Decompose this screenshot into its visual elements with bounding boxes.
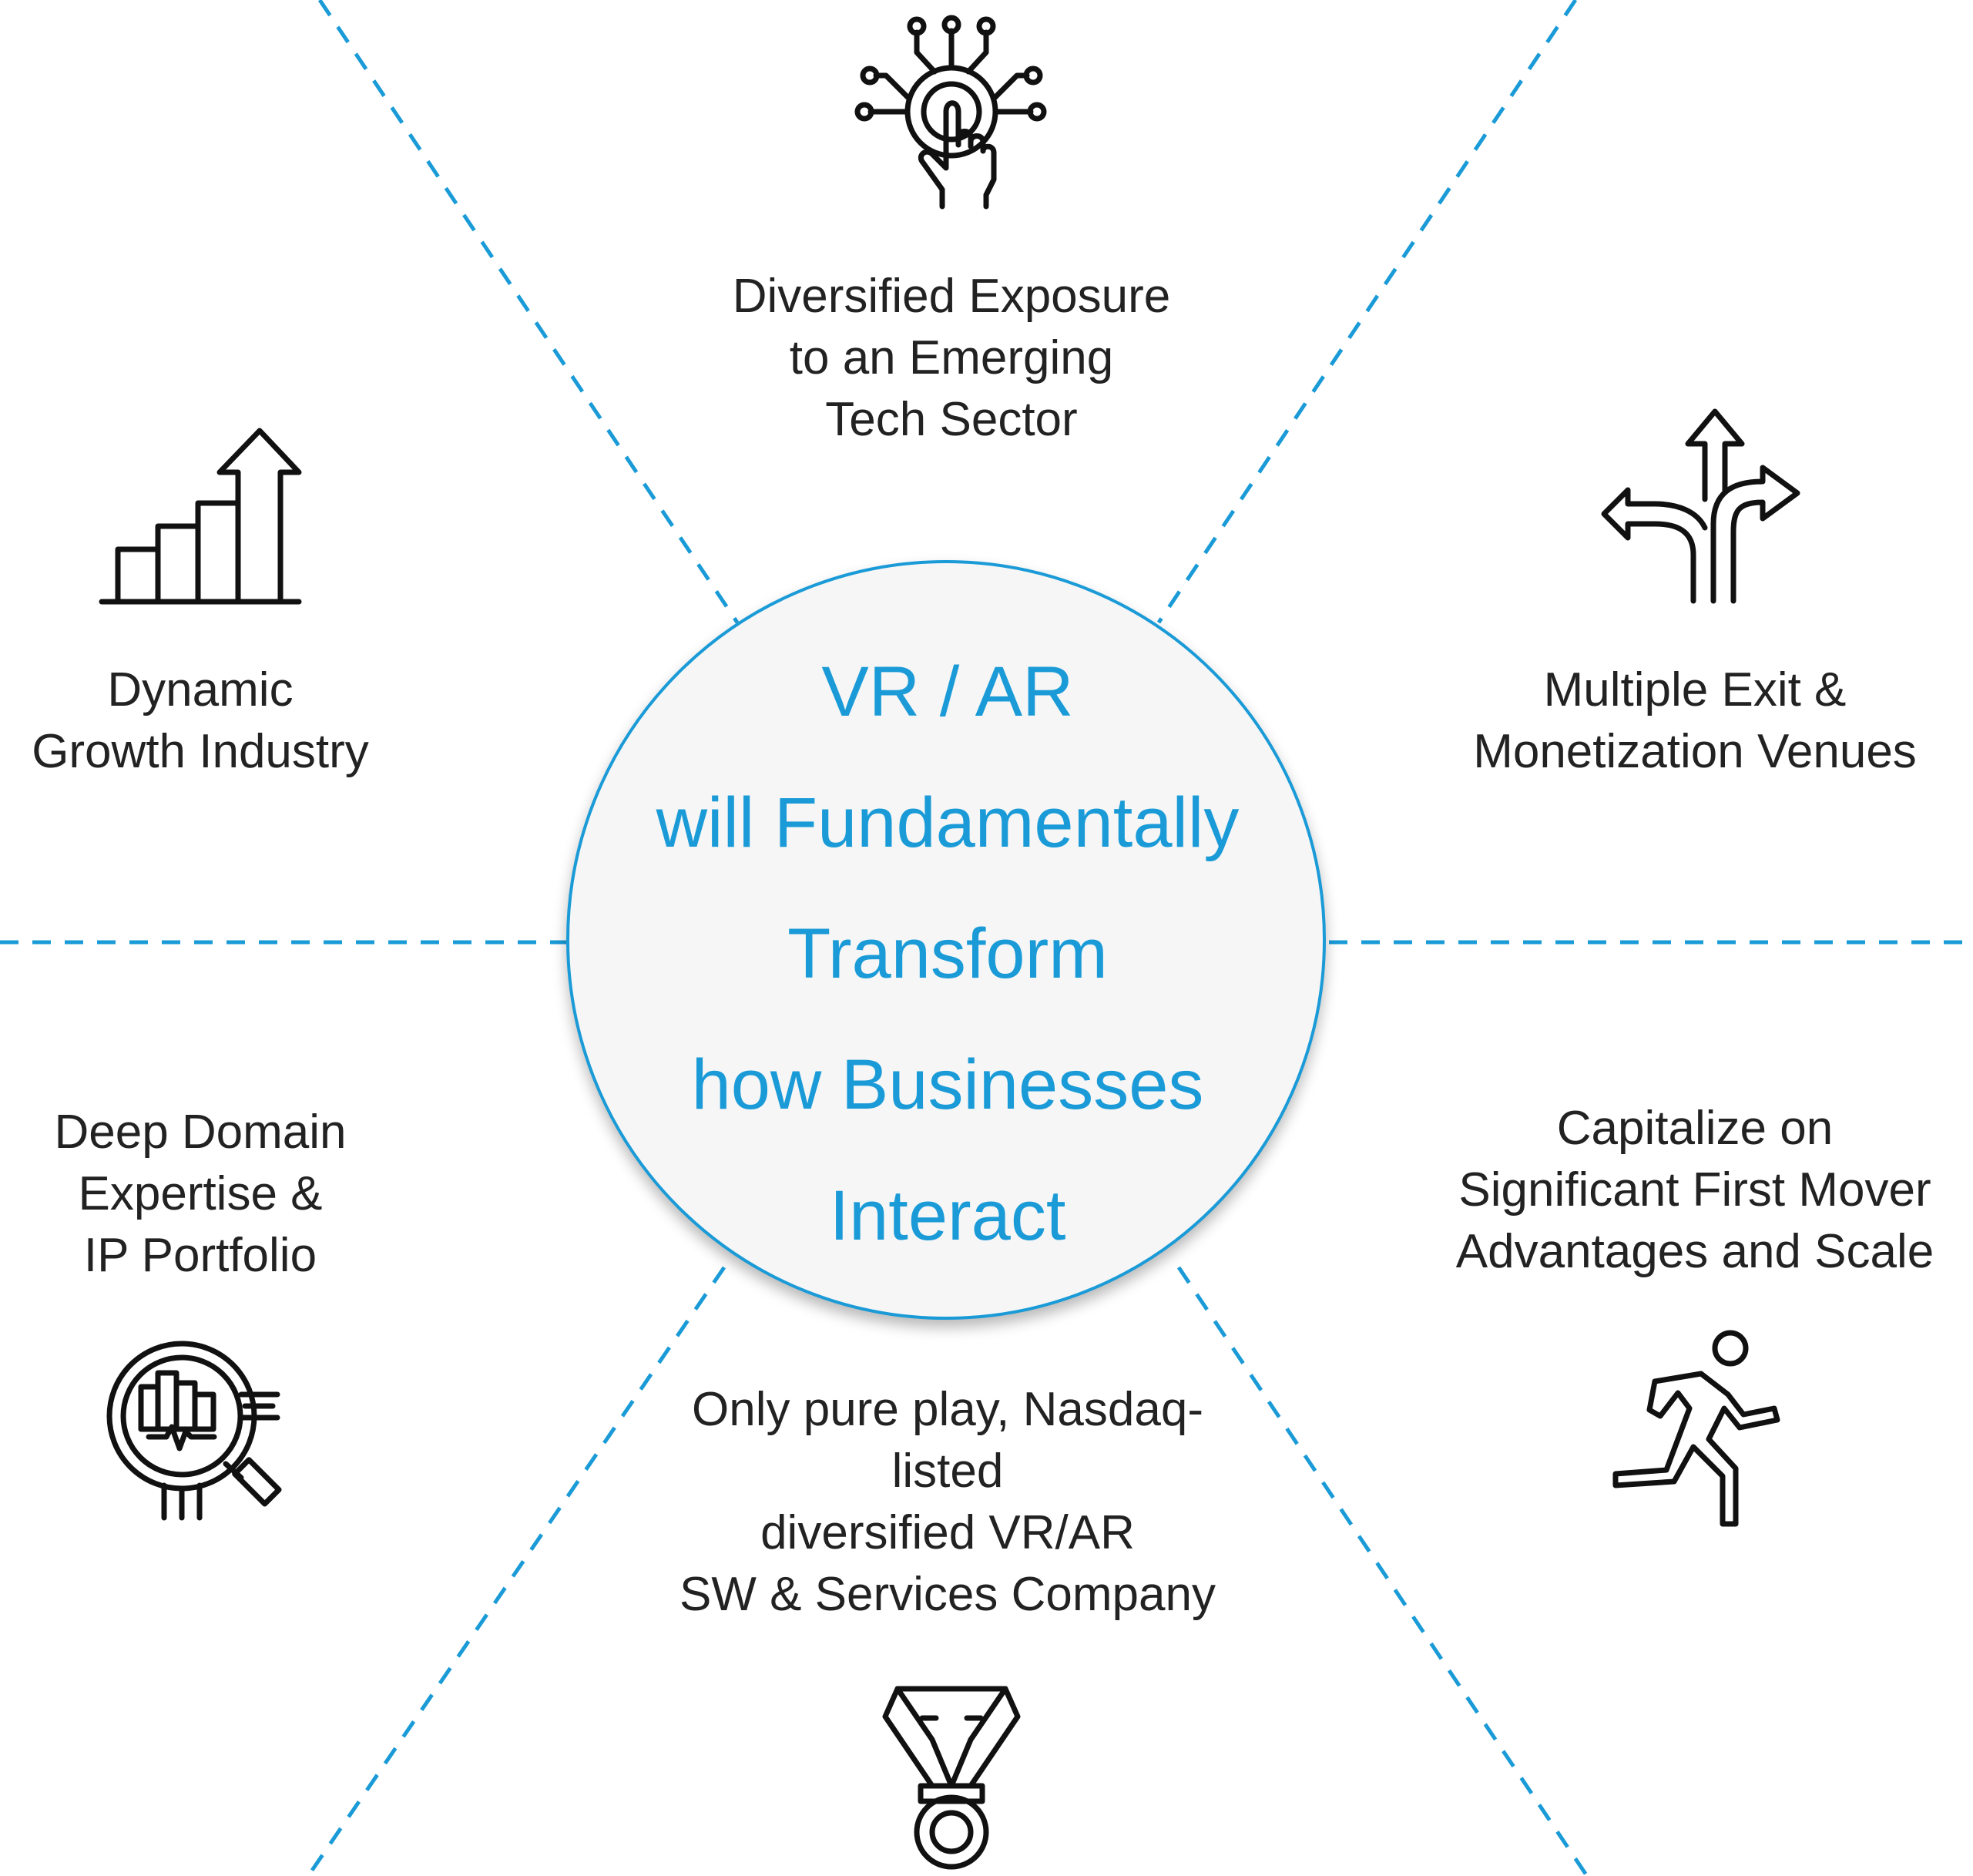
center-line-5: Interact xyxy=(829,1176,1066,1255)
medal-icon xyxy=(882,1686,1021,1871)
split-arrows-icon xyxy=(1601,408,1801,605)
label-diversified-exposure: Diversified Exposure to an Emerging Tech… xyxy=(678,266,1225,451)
label-pure-play: Only pure play, Nasdaq- listed diversifi… xyxy=(639,1379,1256,1626)
label-line: to an Emerging xyxy=(789,331,1114,384)
label-line: diversified VR/AR xyxy=(760,1506,1135,1559)
label-line: Expertise & xyxy=(78,1167,323,1220)
touch-network-icon xyxy=(854,14,1048,216)
label-line: Tech Sector xyxy=(825,393,1078,446)
center-line-1: VR / AR xyxy=(821,653,1074,731)
label-deep-domain: Deep Domain Expertise & IP Portfolio xyxy=(0,1102,401,1287)
label-capitalize: Capitalize on Significant First Mover Ad… xyxy=(1425,1098,1965,1283)
divider-bottom-right xyxy=(1176,1266,1589,1876)
growth-bar-chart-icon xyxy=(99,428,303,607)
label-line: Monetization Venues xyxy=(1473,725,1917,778)
label-line: Dynamic xyxy=(107,663,294,717)
label-line: listed xyxy=(891,1445,1004,1498)
label-line: Significant First Mover xyxy=(1458,1163,1931,1217)
label-line: SW & Services Company xyxy=(679,1568,1216,1621)
label-line: Advantages and Scale xyxy=(1455,1225,1934,1278)
label-line: Capitalize on xyxy=(1556,1102,1834,1155)
center-line-2: will Fundamentally xyxy=(656,784,1240,862)
divider-bottom-left xyxy=(306,1266,726,1876)
label-line: Multiple Exit & xyxy=(1543,663,1847,717)
divider-top-left xyxy=(317,0,740,624)
divider-top-right xyxy=(1156,0,1578,624)
running-person-icon xyxy=(1612,1330,1790,1528)
label-line: Diversified Exposure xyxy=(732,270,1171,323)
label-line: Deep Domain xyxy=(54,1106,347,1159)
center-line-4: how Businesses xyxy=(691,1045,1204,1124)
label-line: Growth Industry xyxy=(32,725,369,778)
center-line-3: Transform xyxy=(787,915,1108,993)
center-circle xyxy=(566,560,1326,1320)
magnifier-analytics-icon xyxy=(106,1341,291,1525)
label-line: IP Portfolio xyxy=(83,1229,317,1282)
label-line: Only pure play, Nasdaq- xyxy=(692,1383,1203,1436)
label-dynamic-growth: Dynamic Growth Industry xyxy=(0,659,401,783)
label-multiple-exit: Multiple Exit & Monetization Venues xyxy=(1448,659,1941,783)
